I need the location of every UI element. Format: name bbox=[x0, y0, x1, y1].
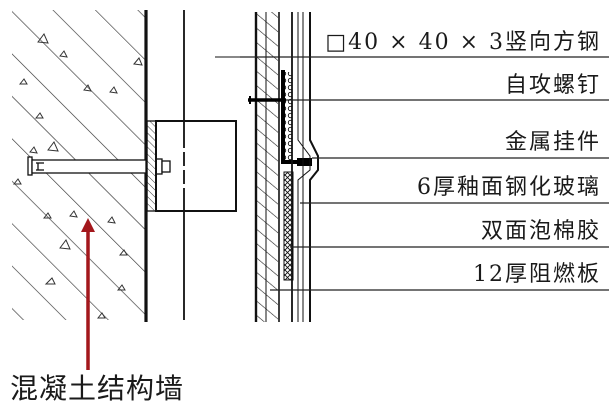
label-steel-tube: □40 × 40 × 3竖向方钢 bbox=[325, 30, 601, 55]
label-metal-hanger: 金属挂件 bbox=[504, 130, 601, 155]
label-foam-tape: 双面泡棉胶 bbox=[480, 219, 601, 244]
label-fire-board: 12厚阻燃板 bbox=[473, 262, 601, 287]
anchor-bolt bbox=[27, 156, 171, 176]
leader-lines bbox=[240, 56, 609, 291]
label-glazed-glass: 6厚釉面钢化玻璃 bbox=[417, 175, 601, 200]
bracket-plate bbox=[146, 120, 237, 212]
cladding-section bbox=[248, 12, 319, 322]
wall-pointer-arrow bbox=[81, 218, 95, 370]
label-concrete-wall: 混凝土结构墙 bbox=[10, 372, 185, 405]
label-self-tapping-screw: 自攻螺钉 bbox=[504, 73, 601, 98]
